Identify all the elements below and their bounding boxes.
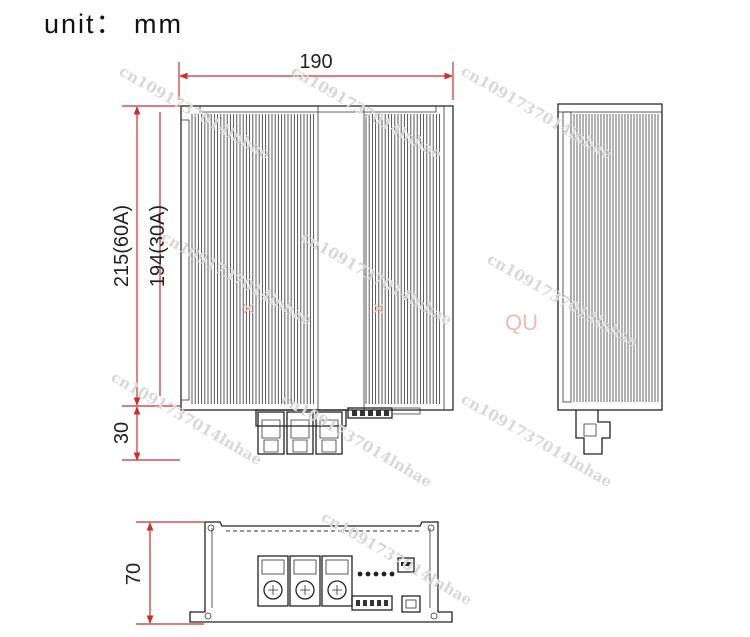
watermark-text: cn1091737014lnhae <box>458 62 615 163</box>
end-view-rj-port-inner <box>405 599 417 609</box>
front-signal-connector <box>347 407 393 419</box>
dim-height-30a: 194(30A) <box>147 112 169 396</box>
dim-depth: 70 <box>123 521 204 625</box>
side-view-connector-slot <box>583 423 597 437</box>
side-view-mark: QU <box>505 310 538 335</box>
side-view: QU <box>505 103 663 455</box>
end-view <box>189 521 453 623</box>
end-view-switch-lever <box>401 562 411 566</box>
end-view-signal-block <box>351 595 393 611</box>
end-view-led-row <box>357 571 395 577</box>
dim-depth-label: 70 <box>123 563 145 585</box>
front-view-body <box>180 105 454 411</box>
dim-width: 190 <box>178 51 454 100</box>
end-view-screw-br <box>430 612 438 620</box>
end-view-rj-port <box>401 595 421 613</box>
end-view-screw-bl <box>204 612 212 620</box>
watermark-text: cn1091737014lnhae <box>116 62 273 163</box>
dim-terminal-height-label: 30 <box>111 422 133 444</box>
dim-width-label: 190 <box>299 51 332 73</box>
dim-height-30a-label: 194(30A) <box>147 205 169 287</box>
front-view-fins-right <box>365 114 441 404</box>
watermark-text: cn1091737014lnhae <box>318 508 475 609</box>
panel-mark-right: × <box>372 296 385 321</box>
front-view: × × <box>180 105 454 455</box>
front-terminal-1 <box>257 411 285 455</box>
end-view-switch <box>397 557 415 573</box>
end-view-screw-tr <box>427 524 435 532</box>
watermark-text: cn1091737014lnhae <box>278 390 435 491</box>
unit-label: unit： mm <box>44 9 184 39</box>
dim-terminal-height: 30 <box>111 406 180 461</box>
watermark-text: cn1091737014lnhae <box>288 62 445 163</box>
dim-height-60a: 215(60A) <box>111 105 180 407</box>
panel-mark-left: × <box>242 296 255 321</box>
front-view-right-flange <box>443 105 454 411</box>
side-view-fins <box>573 114 659 402</box>
side-view-connector <box>575 410 611 455</box>
watermark-text: cn1091737014lnhae <box>108 368 265 469</box>
front-terminal-3 <box>315 411 343 455</box>
front-view-left-flange <box>180 119 190 401</box>
front-signal-connector-tail <box>393 407 421 415</box>
side-view-backplate <box>562 111 572 403</box>
front-terminal-2 <box>286 411 314 455</box>
front-view-fins-left <box>191 114 315 404</box>
end-view-terminals <box>257 555 353 607</box>
watermark-text: cn1091737014lnhae <box>458 390 615 491</box>
end-view-outline <box>189 521 453 623</box>
end-view-screw-tl <box>207 524 215 532</box>
front-terminal-base <box>255 409 347 427</box>
dim-height-60a-label: 215(60A) <box>111 205 133 287</box>
side-view-top-cap <box>557 103 663 113</box>
